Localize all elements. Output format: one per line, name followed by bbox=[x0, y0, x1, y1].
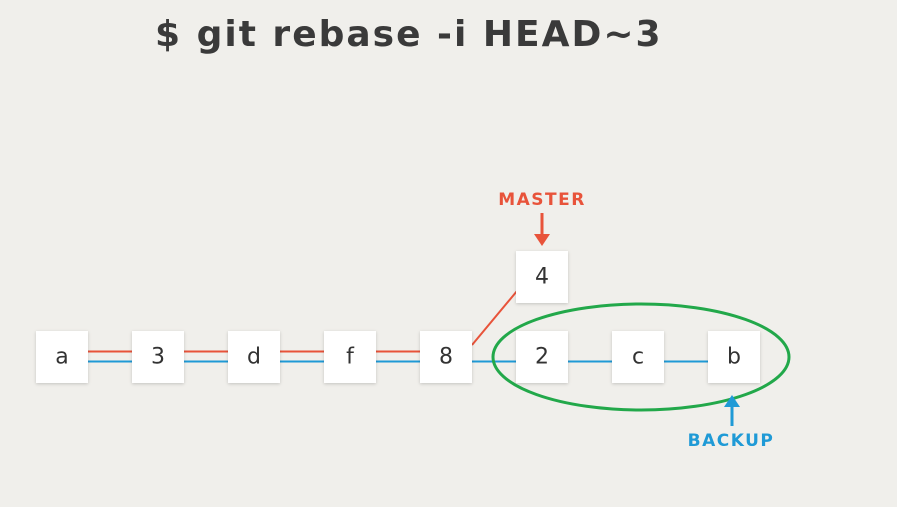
master-arrow-icon bbox=[534, 213, 550, 246]
master-edges bbox=[88, 290, 518, 353]
commit-c: c bbox=[612, 331, 664, 383]
highlight-ellipse bbox=[491, 302, 791, 412]
commit-2: 2 bbox=[516, 331, 568, 383]
backup-arrow-icon bbox=[724, 395, 740, 426]
commit-label: 4 bbox=[535, 265, 549, 290]
commit-box bbox=[612, 331, 664, 383]
commit-label: d bbox=[247, 345, 261, 370]
commit-box bbox=[516, 331, 568, 383]
commit-label: c bbox=[632, 345, 644, 370]
commit-label: a bbox=[55, 345, 68, 370]
commit-4: 4 bbox=[516, 251, 568, 303]
commit-3: 3 bbox=[132, 331, 184, 383]
commit-box bbox=[132, 331, 184, 383]
commit-label: b bbox=[727, 345, 741, 370]
commit-box bbox=[228, 331, 280, 383]
commit-box bbox=[420, 331, 472, 383]
master-label: MASTER bbox=[498, 190, 586, 210]
command-title: $ git rebase -i HEAD~3 bbox=[155, 14, 663, 55]
commit-box bbox=[324, 331, 376, 383]
commit-box bbox=[36, 331, 88, 383]
backup-label: BACKUP bbox=[688, 431, 775, 451]
commit-box bbox=[708, 331, 760, 383]
commit-a: a bbox=[36, 331, 88, 383]
commit-label: 8 bbox=[439, 345, 453, 370]
commit-b: b bbox=[708, 331, 760, 383]
commit-label: f bbox=[346, 345, 355, 370]
commit-box bbox=[516, 251, 568, 303]
commit-d: d bbox=[228, 331, 280, 383]
commit-label: 3 bbox=[151, 345, 165, 370]
commit-f: f bbox=[324, 331, 376, 383]
commit-label: 2 bbox=[535, 345, 549, 370]
commit-8: 8 bbox=[420, 331, 472, 383]
master-edge-8-4 bbox=[471, 290, 518, 346]
